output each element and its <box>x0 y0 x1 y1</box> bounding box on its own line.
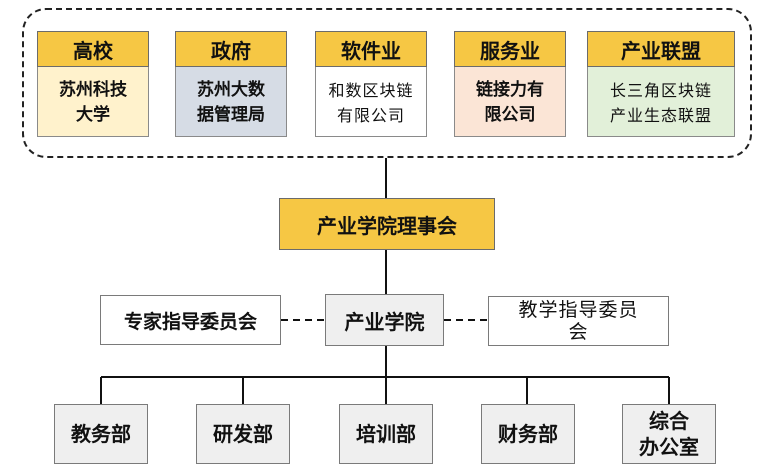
partner-body-university: 苏州科技 大学 <box>37 62 149 137</box>
partner-title-service: 服务业 <box>454 31 566 67</box>
department-training: 培训部 <box>339 404 433 464</box>
council-box: 产业学院理事会 <box>279 198 495 250</box>
expert-committee-box: 专家指导委员会 <box>100 295 281 345</box>
partner-body-alliance: 长三角区块链 产业生态联盟 <box>587 62 735 137</box>
partner-body-government: 苏州大数 据管理局 <box>175 62 287 137</box>
partner-title-government: 政府 <box>175 31 287 67</box>
industry-college-box: 产业学院 <box>325 294 444 346</box>
department-general-office: 综合 办公室 <box>622 404 716 464</box>
partner-body-service: 链接力有 限公司 <box>454 62 566 137</box>
partner-title-alliance: 产业联盟 <box>587 31 735 67</box>
partner-body-software: 和数区块链 有限公司 <box>315 62 427 137</box>
department-finance: 财务部 <box>481 404 575 464</box>
teaching-committee-box: 教学指导委员 会 <box>488 296 669 346</box>
partner-title-university: 高校 <box>37 31 149 67</box>
partner-title-software: 软件业 <box>315 31 427 67</box>
partner-group-frame <box>22 8 752 158</box>
department-research: 研发部 <box>196 404 290 464</box>
department-academic-affairs: 教务部 <box>54 404 148 464</box>
